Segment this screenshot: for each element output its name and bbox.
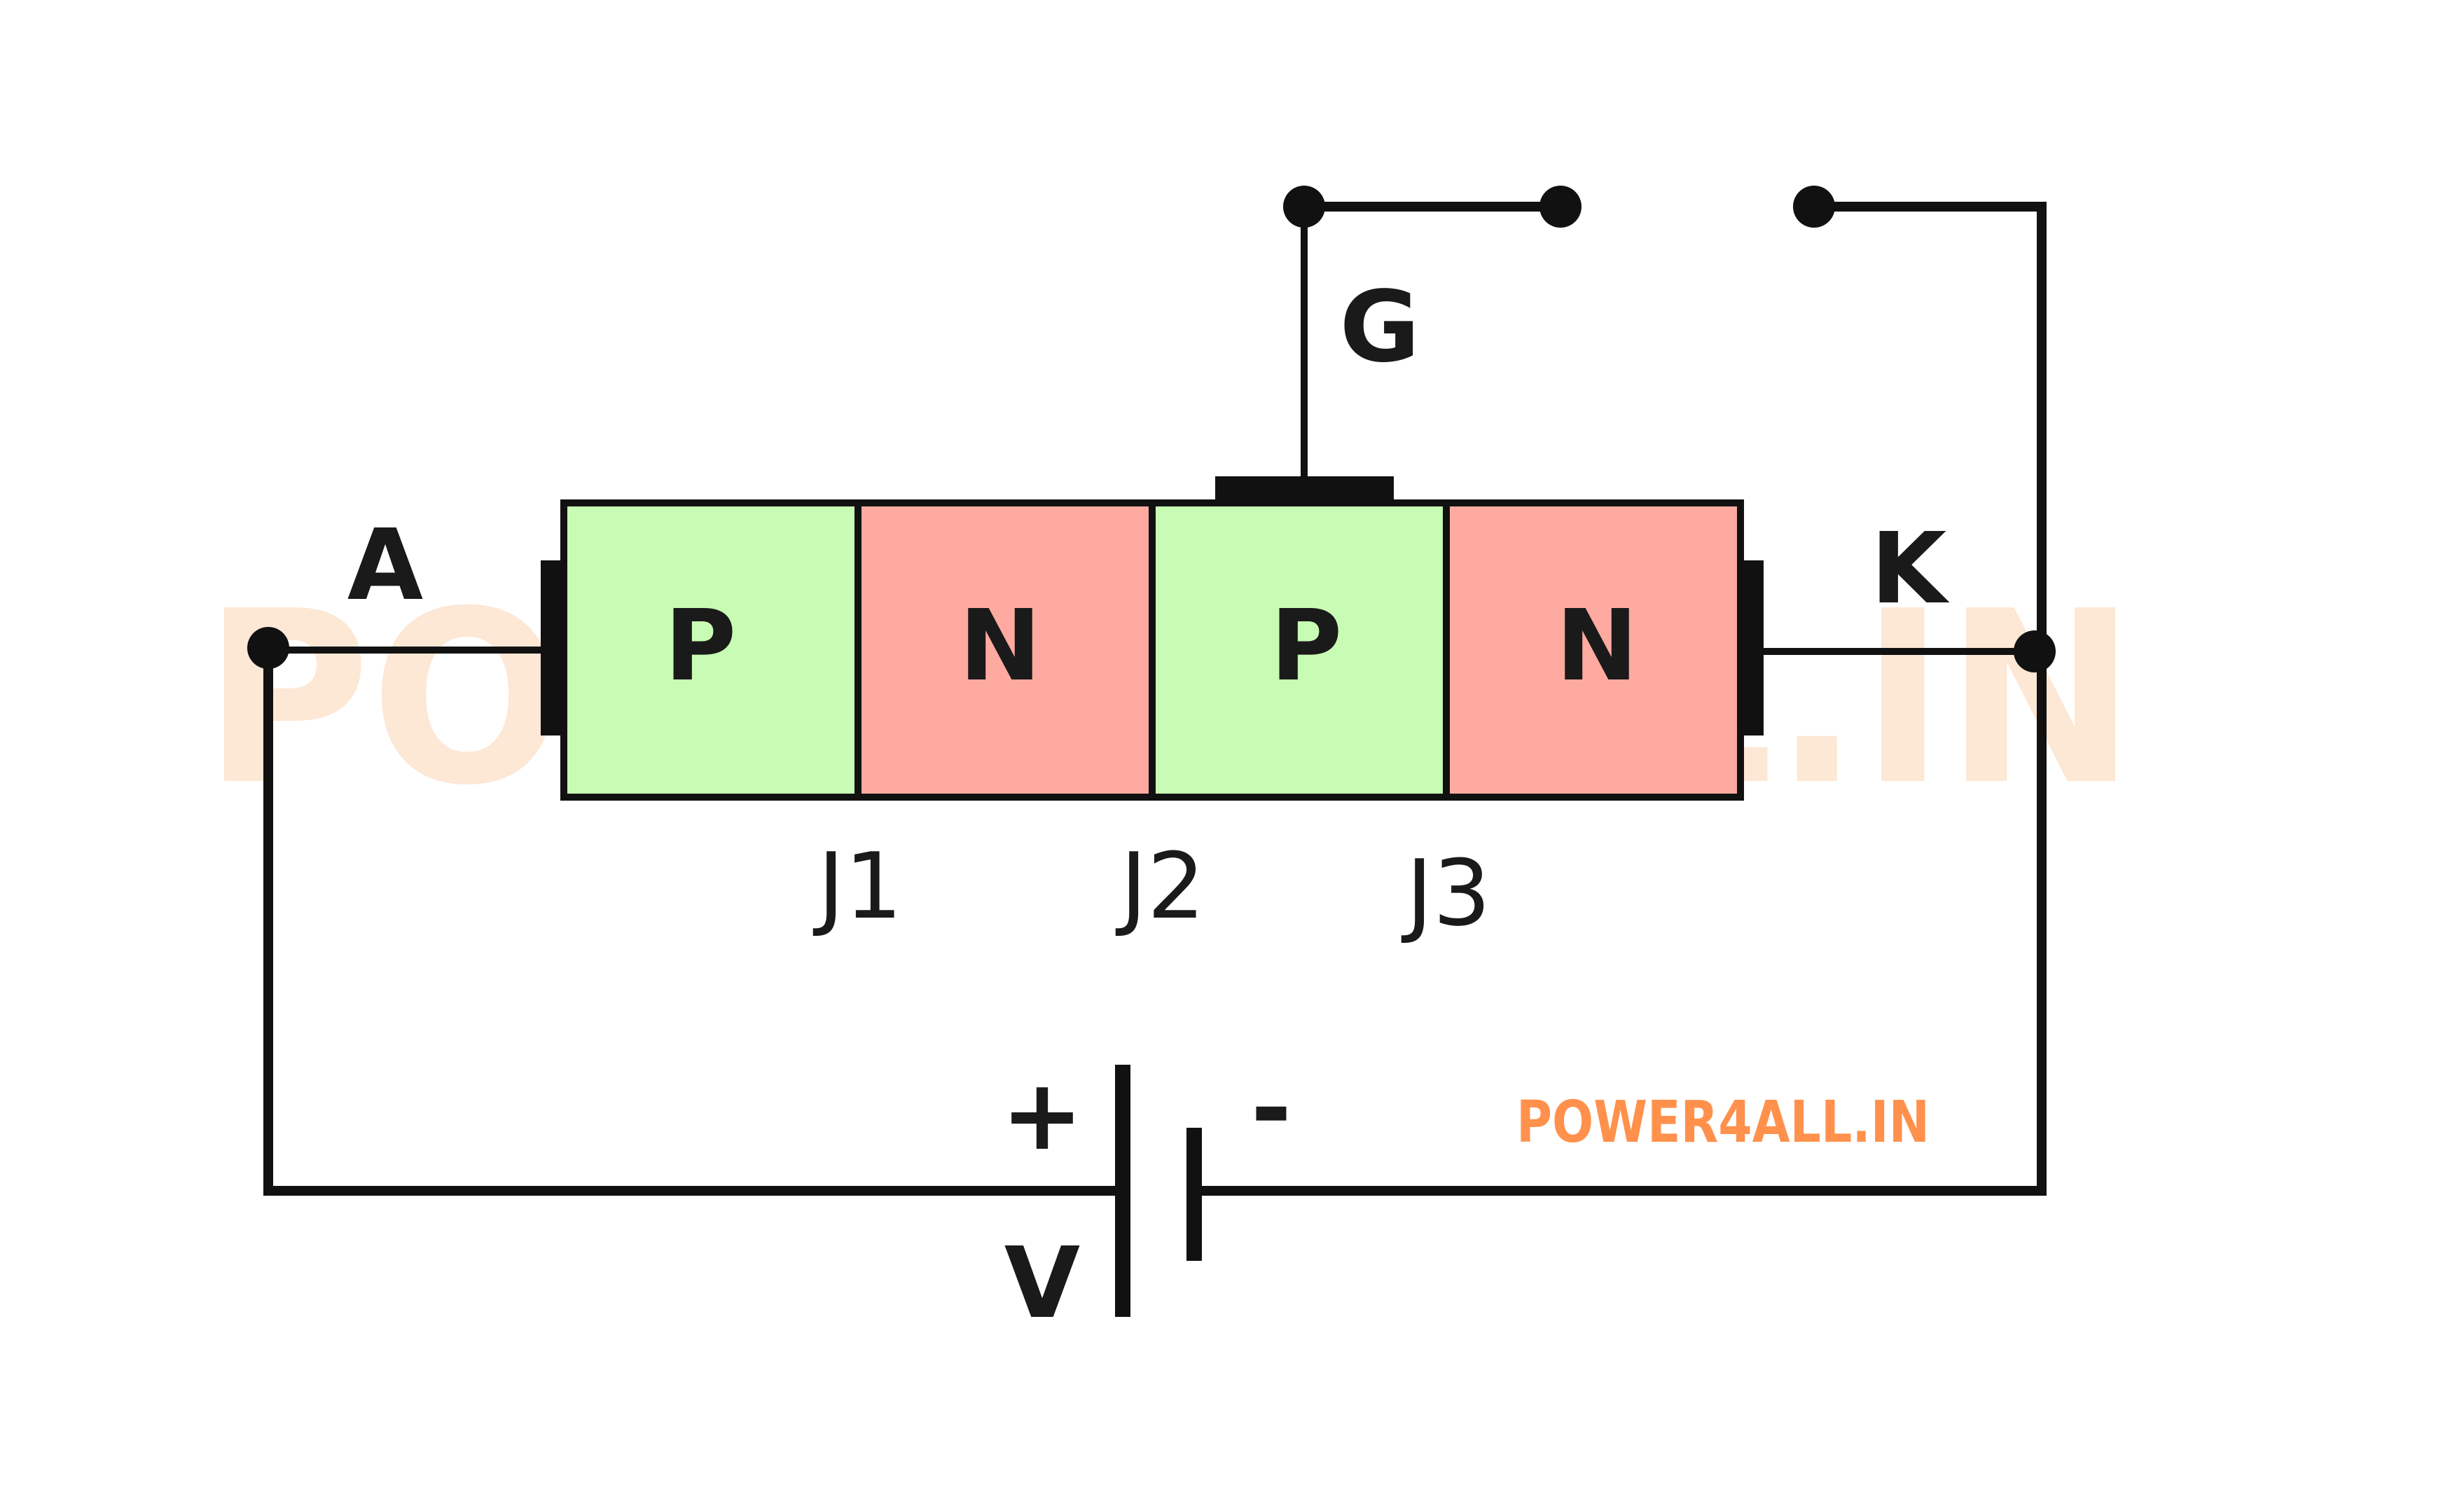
junction-label-j1: J1 [812, 833, 902, 939]
cathode-label: K [1871, 512, 1950, 626]
switch-contact-left[interactable] [1539, 186, 1581, 228]
cathode-terminal-dot[interactable] [2014, 630, 2056, 672]
switch-contact-right[interactable] [1793, 186, 1835, 228]
cathode-contact [1741, 560, 1764, 735]
layer-label-p2: P [1271, 589, 1343, 703]
gate-contact [1215, 476, 1394, 504]
junction-label-j3: J3 [1401, 840, 1490, 946]
anode-terminal-dot[interactable] [247, 627, 289, 669]
junction-label-j2: J2 [1115, 833, 1205, 939]
layer-label-p1: P [665, 589, 737, 703]
layer-p1 [564, 503, 858, 797]
layer-label-n2: N [1556, 589, 1638, 703]
layer-n1 [858, 503, 1152, 797]
battery-voltage-label: V [1004, 1227, 1080, 1341]
circuit-wires [263, 202, 2047, 1196]
pnpn-body [541, 476, 1764, 801]
layer-label-n1: N [959, 589, 1041, 703]
anode-label: A [347, 509, 423, 623]
battery-positive-label: + [1001, 1058, 1083, 1173]
battery-negative-label: - [1251, 1051, 1292, 1166]
layer-n2 [1446, 503, 1740, 797]
gate-label: G [1340, 270, 1420, 385]
anode-contact [541, 560, 563, 735]
gate-terminal-dot[interactable] [1283, 186, 1325, 228]
layer-p2 [1152, 503, 1446, 797]
battery-symbol [1115, 1065, 1202, 1317]
brand-text: POWER4ALL.IN [1516, 1089, 1930, 1156]
